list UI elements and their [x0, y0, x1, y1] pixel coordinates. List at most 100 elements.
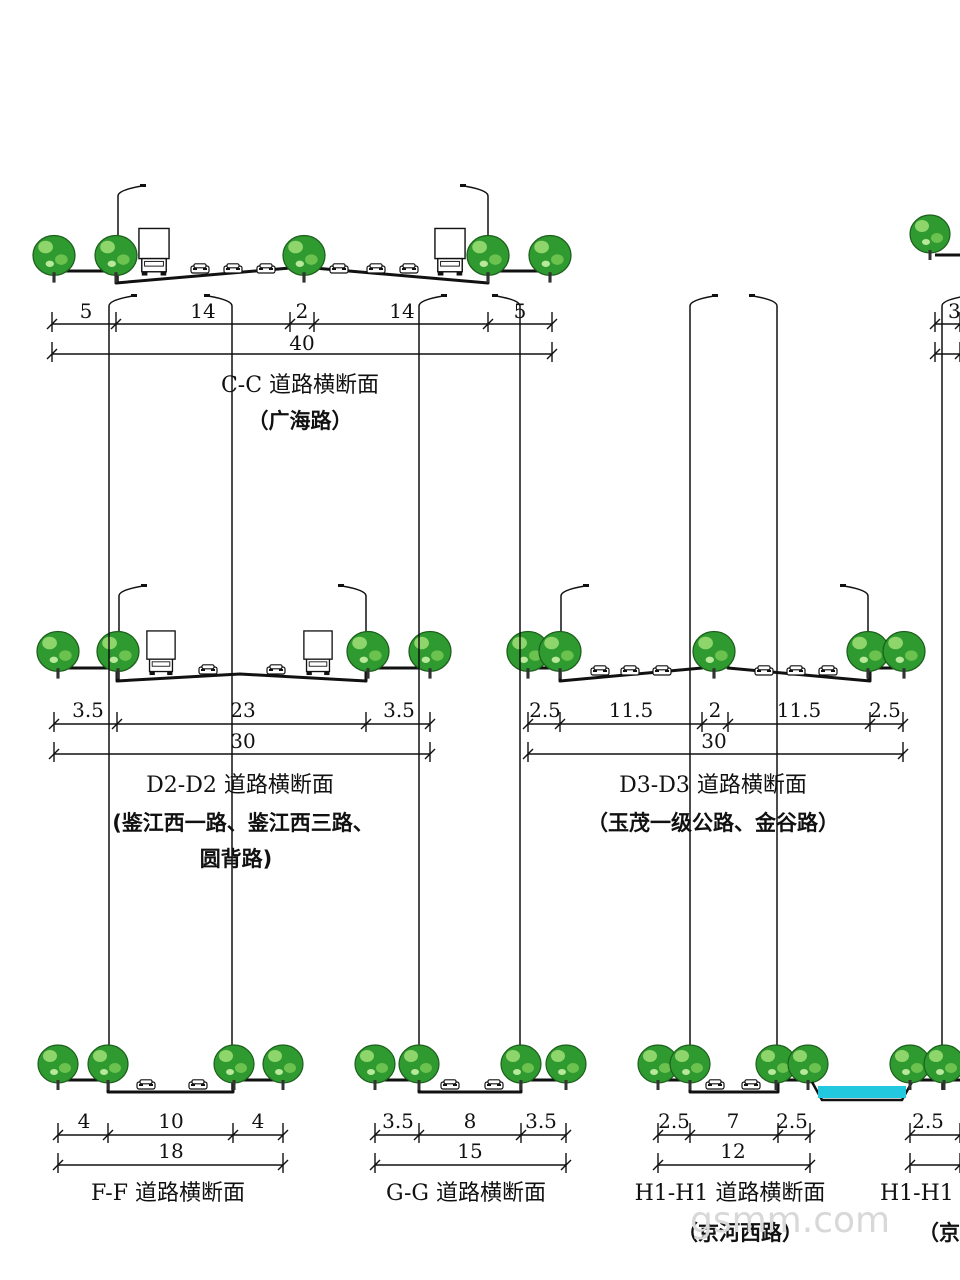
dim-line-d2-segments-mark: [360, 718, 372, 730]
section-edge: 3: [948, 299, 960, 323]
street-lamp-arm: [495, 295, 521, 307]
car-icon: [198, 664, 218, 675]
total-cc: 40: [289, 331, 314, 355]
street-lamp-arm: [752, 295, 778, 307]
title-h1a: H1-H1 道路横断面: [635, 1181, 826, 1206]
dim-line-cc-segments-mark: [284, 318, 296, 330]
seg-gg-2: 3.5: [525, 1109, 557, 1133]
car-icon: [223, 263, 243, 274]
seg-d3-3: 11.5: [777, 698, 822, 722]
street-lamp-arm: [941, 296, 960, 307]
dim-line-ff-segments-mark: [102, 1129, 114, 1141]
car-icon: [818, 665, 838, 676]
street-lamp-head: [749, 294, 755, 297]
road-h1b-0: （京: [918, 1221, 960, 1245]
dim-line-h1a-segments-mark: [804, 1129, 816, 1141]
total-gg: 15: [457, 1139, 482, 1163]
seg-d3-2: 2: [709, 698, 722, 722]
tree-icon: [96, 630, 140, 679]
truck-icon: [138, 227, 170, 277]
section-h1b: 2.5 H1-H1 （京: [880, 1109, 960, 1245]
total-d2: 30: [230, 729, 255, 753]
dim-line-ff-segments-mark: [52, 1129, 64, 1141]
road-profile: [58, 1078, 283, 1094]
seg-d3-0: 2.5: [529, 698, 561, 722]
seg-cc-2: 2: [296, 299, 309, 323]
car-icon: [266, 664, 286, 675]
seg-ff-2: 4: [252, 1109, 265, 1133]
car-icon: [786, 665, 806, 676]
seg-gg-0: 3.5: [382, 1109, 414, 1133]
street-lamp-arm: [560, 585, 586, 597]
tree-icon: [882, 630, 926, 679]
dim-line-gg-segments-mark: [413, 1129, 425, 1141]
seg-h1a-2: 2.5: [776, 1109, 808, 1133]
road-h1a-0: （京河西路）: [677, 1221, 803, 1245]
dim-line-ff-segments-mark: [277, 1129, 289, 1141]
tree-icon: [538, 630, 582, 679]
tree-icon: [346, 630, 390, 679]
tree-icon: [282, 234, 326, 283]
car-icon: [620, 665, 640, 676]
dim-line-gg-total-mark: [560, 1159, 572, 1171]
tree-icon: [37, 1044, 79, 1090]
tree-icon: [354, 1044, 396, 1090]
street-lamp-arm: [341, 585, 367, 597]
street-lamp-arm: [207, 295, 233, 307]
dim-line-ff-segments-mark: [227, 1129, 239, 1141]
dim-line-h1a-segments-mark: [684, 1129, 696, 1141]
section-h1a: 2.5 7 2.5 12 H1-H1 道路横断面 （京河西路）: [635, 1109, 826, 1245]
truck-icon: [303, 630, 333, 676]
tree-icon: [87, 1044, 129, 1090]
dim-line-ff-total-mark: [52, 1159, 64, 1171]
dim-line-h1b-total-mark: [954, 1164, 960, 1171]
dim-line-edge-mark: [954, 323, 960, 330]
street-lamp-head: [441, 294, 447, 297]
dim-line-h1a-total-mark: [804, 1159, 816, 1171]
dim-line-d3-segments-mark: [864, 718, 876, 730]
car-icon: [399, 263, 419, 274]
tree-icon: [32, 234, 76, 283]
dim-line-d3-segments-mark: [696, 718, 708, 730]
section-d3: 2.5 11.5 2 11.5 2.5 30 D3-D3 道路横断面 （玉茂一级…: [529, 698, 901, 835]
dim-line-d2-segments-mark: [48, 718, 60, 730]
tree-icon: [466, 234, 510, 283]
street-lamp-head: [140, 184, 146, 187]
dim-line-gg-segments-mark: [369, 1129, 381, 1141]
canal-water: [818, 1086, 906, 1098]
road-d2-0: (鉴江西一路、鉴江西三路、: [112, 811, 374, 835]
car-icon: [256, 263, 276, 274]
dim-line-d2-total-mark: [48, 748, 60, 760]
street-lamp-head: [131, 294, 137, 297]
total-h1a: 12: [720, 1139, 745, 1163]
street-lamp-arm: [843, 585, 869, 597]
street-lamp-arm: [689, 295, 715, 307]
road-profile: [658, 1078, 810, 1094]
tree-icon: [94, 234, 138, 283]
car-icon: [590, 665, 610, 676]
dim-line-cc-segments-mark: [546, 318, 558, 330]
title-h1b: H1-H1: [880, 1181, 954, 1206]
car-icon: [190, 263, 210, 274]
street-lamp-head: [583, 584, 589, 587]
seg-d2-2: 3.5: [383, 698, 415, 722]
dim-line-cc-total-mark: [546, 348, 558, 360]
tree-icon: [398, 1044, 440, 1090]
dim-line-edge-total-mark: [954, 353, 960, 360]
street-lamp-head: [460, 184, 466, 187]
dim-line-cc-segments-mark: [308, 318, 320, 330]
seg-h1a-1: 7: [727, 1109, 740, 1133]
watermark: gsmm.com: [690, 1200, 890, 1241]
tree-icon: [528, 234, 572, 283]
dim-line-d3-segments-mark: [554, 718, 566, 730]
dim-line-h1a-total-mark: [652, 1159, 664, 1171]
car-icon: [754, 665, 774, 676]
section-ff: 4 10 4 18 F-F 道路横断面: [78, 1109, 265, 1206]
car-icon: [188, 1079, 208, 1090]
seg-cc-0: 5: [80, 299, 93, 323]
dim-line-d2-total-mark: [424, 748, 436, 760]
seg-cc-4: 5: [514, 299, 527, 323]
tree-icon: [692, 630, 736, 679]
street-lamp-arm: [108, 295, 134, 307]
